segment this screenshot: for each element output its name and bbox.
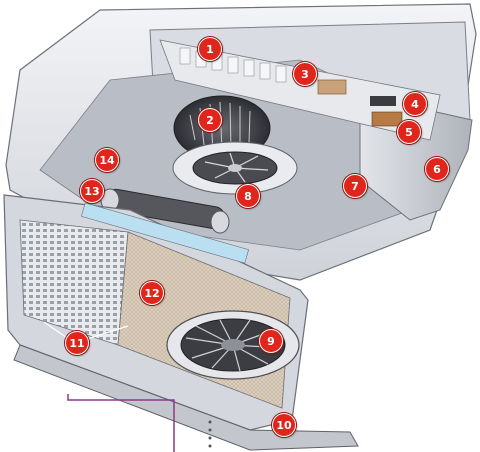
callout-10: 10: [272, 413, 296, 437]
callout-6: 6: [425, 157, 449, 181]
callout-1: 1: [198, 37, 222, 61]
callout-7: 7: [343, 174, 367, 198]
callout-11: 11: [65, 331, 89, 355]
control-strip: [159, 39, 441, 141]
callout-9: 9: [259, 329, 283, 353]
callout-14: 14: [95, 148, 119, 172]
lamp-tube: [100, 188, 230, 234]
callout-13: 13: [80, 179, 104, 203]
filter-panel: [3, 194, 359, 451]
callout-2: 2: [198, 108, 222, 132]
callout-5: 5: [397, 120, 421, 144]
callout-8: 8: [236, 184, 260, 208]
blower-assembly: [172, 95, 298, 195]
callout-3: 3: [293, 62, 317, 86]
callout-4: 4: [403, 92, 427, 116]
callout-12: 12: [140, 281, 164, 305]
mount-bracket-line: [67, 394, 212, 452]
